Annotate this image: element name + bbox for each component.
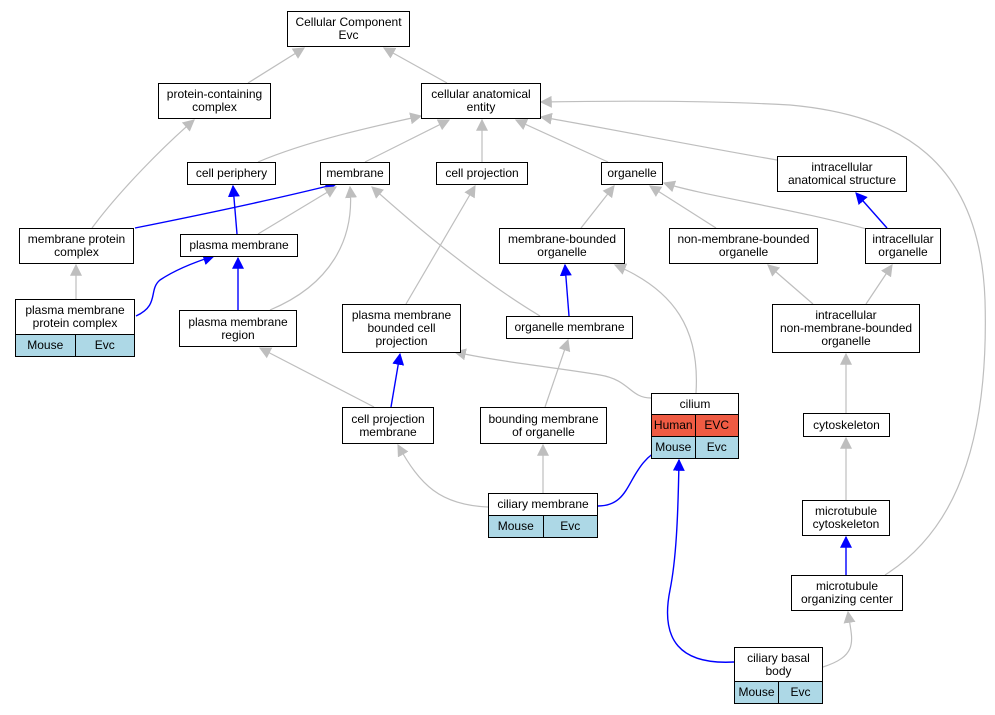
species-cell: Human <box>652 415 695 436</box>
edge-intracellular-non-membrane-bounded-organelle-to-intracellular-organelle <box>865 264 893 305</box>
node-label: plasma membrane region <box>188 314 288 342</box>
node-label: bounding membrane of organelle <box>488 411 599 439</box>
edge-cell-projection-membrane-to-plasma-membrane-bounded-cell-projection <box>390 352 405 408</box>
edge-cellular-anatomical-entity-to-cellular-component <box>382 47 448 84</box>
species-cell: Mouse <box>16 335 75 356</box>
node-organelle[interactable]: organelle <box>601 162 663 185</box>
node-label: membrane <box>326 166 384 180</box>
edge-ciliary-membrane-to-cell-projection-membrane <box>397 443 489 508</box>
edge-membrane-protein-complex-to-membrane <box>134 180 338 229</box>
node-intracellular-non-membrane-bounded-organelle[interactable]: intracellular non-membrane-bounded organ… <box>772 304 920 353</box>
node-microtubule-cytoskeleton[interactable]: microtubule cytoskeleton <box>802 500 890 536</box>
species-cell: Mouse <box>489 516 543 537</box>
edge-membrane-bounded-organelle-to-organelle <box>580 185 615 229</box>
node-microtubule-organizing-center[interactable]: microtubule organizing center <box>791 575 903 611</box>
node-label: protein-containing complex <box>166 87 263 114</box>
node-bounding-membrane-of-organelle[interactable]: bounding membrane of organelle <box>480 407 607 444</box>
node-label: ciliary basal body <box>747 650 810 678</box>
edge-plasma-membrane-to-membrane <box>257 186 338 235</box>
node-intracellular-organelle[interactable]: intracellular organelle <box>865 228 941 264</box>
edge-bounding-membrane-of-organelle-to-organelle-membrane <box>544 338 571 408</box>
gene-cell: Evc <box>694 437 738 458</box>
node-label: intracellular organelle <box>872 232 934 259</box>
edge-plasma-membrane-region-to-membrane <box>269 185 357 311</box>
node-membrane-bounded-organelle[interactable]: membrane-bounded organelle <box>499 228 625 264</box>
node-label: membrane-bounded organelle <box>507 232 617 259</box>
edge-cilium-to-plasma-membrane-bounded-cell-projection <box>453 348 652 399</box>
node-cellular-component[interactable]: Cellular Component Evc <box>287 11 410 47</box>
node-label: cell projection membrane <box>351 411 425 439</box>
edge-intracellular-non-membrane-bounded-organelle-to-non-membrane-bounded-organelle <box>767 264 814 305</box>
edge-cell-periphery-to-cellular-anatomical-entity <box>257 112 423 163</box>
node-label: ciliary membrane <box>497 497 589 511</box>
node-label: cellular anatomical entity <box>431 87 531 114</box>
node-protein-containing-complex[interactable]: protein-containing complex <box>158 83 271 119</box>
node-label: Cellular Component Evc <box>295 15 402 42</box>
edge-cell-projection-membrane-to-plasma-membrane-region <box>258 347 375 408</box>
node-intracellular-anatomical-structure[interactable]: intracellular anatomical structure <box>777 156 907 192</box>
node-plasma-membrane[interactable]: plasma membrane <box>180 234 298 257</box>
node-label: microtubule organizing center <box>800 579 894 606</box>
node-cell-periphery[interactable]: cell periphery <box>187 162 276 185</box>
edge-membrane-protein-complex-to-protein-containing-complex <box>91 119 195 229</box>
node-label: intracellular anatomical structure <box>787 160 897 187</box>
gene-cell: Evc <box>778 682 822 703</box>
node-plasma-membrane-region[interactable]: plasma membrane region <box>179 310 297 347</box>
edge-intracellular-organelle-to-organelle <box>662 180 871 231</box>
edge-ciliary-basal-body-to-microtubule-organizing-center <box>822 610 856 668</box>
node-label: cytoskeleton <box>813 417 880 432</box>
edge-intracellular-organelle-to-intracellular-anatomical-structure <box>855 192 888 229</box>
gene-cell: Evc <box>74 335 134 356</box>
node-cytoskeleton[interactable]: cytoskeleton <box>803 413 890 437</box>
edge-plasma-membrane-bounded-cell-projection-to-cell-projection <box>405 184 476 305</box>
node-membrane-protein-complex[interactable]: membrane protein complex <box>19 228 134 264</box>
node-label: membrane protein complex <box>27 232 126 259</box>
node-cell-projection-membrane[interactable]: cell projection membrane <box>342 407 434 444</box>
node-label: plasma membrane bounded cell projection <box>351 308 452 348</box>
edge-cilium-to-membrane-bounded-organelle <box>613 263 698 394</box>
node-cellular-anatomical-entity[interactable]: cellular anatomical entity <box>421 83 541 119</box>
node-label: intracellular non-membrane-bounded organ… <box>779 308 913 348</box>
node-label: plasma membrane protein complex <box>25 303 125 330</box>
gene-cell: EVC <box>694 415 738 436</box>
edge-organelle-membrane-to-membrane-bounded-organelle <box>559 263 572 317</box>
edge-membrane-to-cellular-anatomical-entity <box>364 119 451 163</box>
species-cell: Mouse <box>735 682 778 703</box>
edge-intracellular-anatomical-structure-to-cellular-anatomical-entity <box>539 112 778 161</box>
node-organelle-membrane[interactable]: organelle membrane <box>506 316 633 339</box>
node-label: cell periphery <box>195 166 268 180</box>
node-plasma-membrane-bounded-cell-projection[interactable]: plasma membrane bounded cell projection <box>342 304 461 353</box>
species-cell: Mouse <box>652 437 695 458</box>
node-label: microtubule cytoskeleton <box>812 504 880 531</box>
node-non-membrane-bounded-organelle[interactable]: non-membrane-bounded organelle <box>669 228 818 264</box>
node-label: organelle membrane <box>514 320 625 334</box>
node-label: plasma membrane <box>189 238 289 252</box>
node-membrane[interactable]: membrane <box>320 162 390 185</box>
edge-microtubule-organizing-center-to-cellular-anatomical-entity <box>539 95 986 576</box>
node-label: organelle <box>607 166 657 180</box>
gene-cell: Evc <box>542 516 597 537</box>
edge-organelle-membrane-to-membrane <box>371 186 541 317</box>
node-cell-projection[interactable]: cell projection <box>436 162 528 185</box>
edge-non-membrane-bounded-organelle-to-organelle <box>648 185 717 229</box>
node-label: non-membrane-bounded organelle <box>677 232 810 259</box>
edge-plasma-membrane-to-cell-periphery <box>227 184 240 235</box>
node-label: cilium <box>679 396 711 411</box>
node-label: cell projection <box>445 166 519 180</box>
edge-plasma-membrane-protein-complex-to-plasma-membrane <box>135 253 216 317</box>
edge-ciliary-basal-body-to-cilium <box>666 458 735 663</box>
edge-protein-containing-complex-to-cellular-component <box>247 47 306 84</box>
edge-organelle-to-cellular-anatomical-entity <box>514 119 609 163</box>
